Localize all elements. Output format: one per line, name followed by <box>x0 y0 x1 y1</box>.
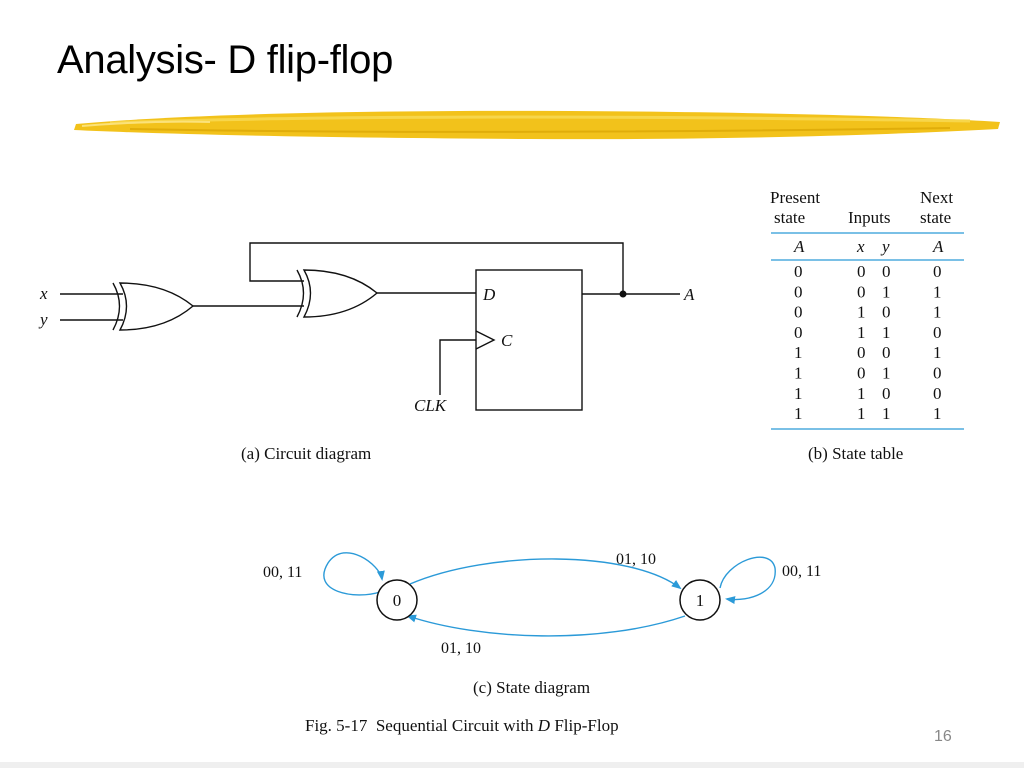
header-present-state: state <box>774 208 805 227</box>
transition-1-to-0-label: 01, 10 <box>441 640 481 657</box>
table-cell-next: 1 <box>933 343 942 362</box>
state-table-caption: (b) State table <box>808 444 904 463</box>
table-cell-a: 1 <box>794 384 803 403</box>
input-y-label: y <box>38 310 48 329</box>
table-cell-next: 0 <box>933 364 942 383</box>
xor-gate-2 <box>296 269 305 318</box>
input-x-label: x <box>39 284 48 303</box>
c-pin-label: C <box>501 331 513 350</box>
col-a: A <box>793 237 805 256</box>
state-diagram-caption: (c) State diagram <box>473 678 591 697</box>
page-number: 16 <box>934 728 952 745</box>
table-cell-a: 1 <box>794 343 803 362</box>
table-cell-next: 1 <box>933 282 942 301</box>
table-cell-a: 0 <box>794 262 803 281</box>
header-next-state: state <box>920 208 951 227</box>
table-cell-a: 1 <box>794 364 803 383</box>
table-cell-next: 0 <box>933 384 942 403</box>
header-inputs: Inputs <box>848 208 891 227</box>
table-cell-y: 1 <box>882 323 891 342</box>
table-cell-next: 0 <box>933 323 942 342</box>
table-cell-x: 0 <box>857 282 866 301</box>
col-next-a: A <box>932 237 944 256</box>
output-a-label: A <box>683 285 695 304</box>
figure-caption-suffix: Flip-Flop <box>550 716 619 735</box>
title-underline-brush <box>74 110 1000 140</box>
figure-caption-prefix: Fig. 5-17 Sequential Circuit with <box>305 716 538 735</box>
figure-caption-italic: D <box>537 716 551 735</box>
state-table: Present state Inputs Next state A x y A … <box>770 188 964 430</box>
table-cell-a: 0 <box>794 282 803 301</box>
table-cell-y: 0 <box>882 343 891 362</box>
slide-title: Analysis- D flip-flop <box>57 38 394 82</box>
header-next: Next <box>920 188 953 207</box>
d-pin-label: D <box>482 285 496 304</box>
col-y: y <box>880 237 890 256</box>
table-cell-next: 0 <box>933 262 942 281</box>
table-cell-y: 1 <box>882 282 891 301</box>
state-diagram: 0 1 00, 11 00, 11 01, 10 01, 10 <box>263 551 821 657</box>
output-junction-dot <box>619 290 627 298</box>
transition-0-to-1-arrow <box>409 558 682 590</box>
self-loop-0-arrow <box>323 552 385 596</box>
header-present: Present <box>770 188 820 207</box>
table-cell-y: 0 <box>882 384 891 403</box>
xor-gate-1 <box>112 282 121 331</box>
table-cell-y: 0 <box>882 262 891 281</box>
table-cell-x: 1 <box>857 384 866 403</box>
table-cell-y: 1 <box>882 364 891 383</box>
self-loop-1-arrow <box>719 556 776 604</box>
table-cell-x: 1 <box>857 323 866 342</box>
state-0-node <box>376 579 418 621</box>
state-0-label: 0 <box>393 591 402 610</box>
self-loop-0-label: 00, 11 <box>263 564 302 581</box>
table-cell-y: 0 <box>882 303 891 322</box>
table-cell-y: 1 <box>882 404 891 423</box>
state-1-label: 1 <box>696 591 705 610</box>
clk-label: CLK <box>414 396 448 415</box>
self-loop-1-label: 00, 11 <box>782 563 821 580</box>
circuit-diagram: x y D C CLK A <box>38 242 695 415</box>
transition-0-to-1-label: 01, 10 <box>616 551 656 568</box>
table-cell-x: 1 <box>857 303 866 322</box>
circuit-caption: (a) Circuit diagram <box>241 444 372 463</box>
transition-1-to-0-arrow <box>406 614 686 637</box>
col-x: x <box>856 237 865 256</box>
state-1-node <box>679 579 721 621</box>
table-cell-x: 1 <box>857 404 866 423</box>
table-cell-next: 1 <box>933 404 942 423</box>
table-cell-a: 0 <box>794 303 803 322</box>
table-cell-x: 0 <box>857 364 866 383</box>
figure-caption: Fig. 5-17 Sequential Circuit with D Flip… <box>305 716 619 736</box>
table-cell-a: 0 <box>794 323 803 342</box>
table-cell-next: 1 <box>933 303 942 322</box>
table-cell-x: 0 <box>857 262 866 281</box>
table-cell-a: 1 <box>794 404 803 423</box>
table-cell-x: 0 <box>857 343 866 362</box>
bottom-rule <box>0 762 1024 768</box>
